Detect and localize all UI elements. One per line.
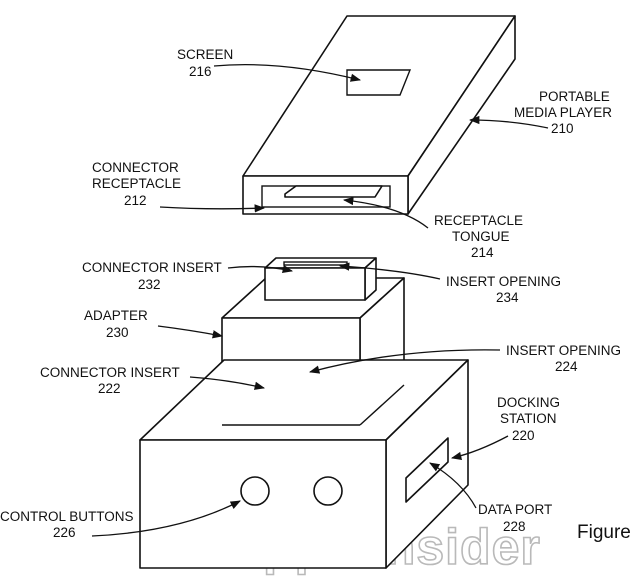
svg-text:INSERT OPENING: INSERT OPENING bbox=[506, 343, 621, 358]
svg-text:DOCKING: DOCKING bbox=[497, 395, 560, 410]
svg-text:CONNECTOR INSERT: CONNECTOR INSERT bbox=[40, 365, 180, 380]
svg-text:RECEPTACLE: RECEPTACLE bbox=[92, 176, 181, 191]
label-adapter: ADAPTER 230 bbox=[84, 308, 148, 340]
label-connector-insert-222: CONNECTOR INSERT 222 bbox=[40, 365, 180, 396]
label-receptacle-tongue: RECEPTACLE TONGUE 214 bbox=[434, 213, 523, 260]
svg-text:234: 234 bbox=[496, 290, 519, 305]
svg-text:224: 224 bbox=[555, 359, 578, 374]
svg-text:220: 220 bbox=[512, 428, 535, 443]
label-insert-opening-234: INSERT OPENING 234 bbox=[446, 274, 561, 305]
svg-text:CONNECTOR INSERT: CONNECTOR INSERT bbox=[82, 260, 222, 275]
svg-text:216: 216 bbox=[189, 64, 212, 79]
svg-text:DATA PORT: DATA PORT bbox=[478, 502, 552, 517]
svg-text:212: 212 bbox=[124, 193, 147, 208]
data-port-opening bbox=[405, 437, 449, 503]
receptacle-tongue-shape bbox=[284, 185, 383, 198]
control-button-right bbox=[313, 476, 343, 506]
figure-label: Figure bbox=[577, 522, 631, 543]
svg-text:INSERT OPENING: INSERT OPENING bbox=[446, 274, 561, 289]
label-docking-station: DOCKING STATION 220 bbox=[497, 395, 560, 443]
svg-text:226: 226 bbox=[53, 525, 76, 540]
svg-text:CONNECTOR: CONNECTOR bbox=[92, 160, 179, 175]
label-control-buttons: CONTROL BUTTONS 226 bbox=[0, 509, 134, 540]
label-portable-media-player: PORTABLE MEDIA PLAYER 210 bbox=[514, 89, 612, 136]
label-connector-insert-232: CONNECTOR INSERT 232 bbox=[82, 260, 222, 292]
svg-text:STATION: STATION bbox=[500, 411, 557, 426]
svg-text:TONGUE: TONGUE bbox=[452, 229, 510, 244]
svg-text:210: 210 bbox=[551, 121, 574, 136]
svg-text:228: 228 bbox=[503, 519, 526, 534]
label-insert-opening-224: INSERT OPENING 224 bbox=[506, 343, 621, 374]
svg-text:214: 214 bbox=[471, 245, 494, 260]
leader-lines bbox=[91, 63, 549, 537]
svg-text:ADAPTER: ADAPTER bbox=[84, 308, 148, 323]
svg-text:230: 230 bbox=[106, 325, 129, 340]
svg-text:PORTABLE: PORTABLE bbox=[539, 89, 610, 104]
portable-media-player-device bbox=[242, 15, 516, 215]
screen-panel bbox=[346, 69, 412, 96]
label-connector-receptacle: CONNECTOR RECEPTACLE 212 bbox=[92, 160, 181, 208]
svg-text:SCREEN: SCREEN bbox=[177, 47, 233, 62]
svg-text:CONTROL BUTTONS: CONTROL BUTTONS bbox=[0, 509, 134, 524]
label-data-port: DATA PORT 228 bbox=[478, 502, 552, 534]
label-screen: SCREEN 216 bbox=[177, 47, 233, 79]
control-button-left bbox=[240, 476, 270, 506]
svg-text:232: 232 bbox=[138, 277, 161, 292]
svg-text:222: 222 bbox=[98, 381, 121, 396]
svg-text:RECEPTACLE: RECEPTACLE bbox=[434, 213, 523, 228]
svg-text:MEDIA PLAYER: MEDIA PLAYER bbox=[514, 105, 612, 120]
